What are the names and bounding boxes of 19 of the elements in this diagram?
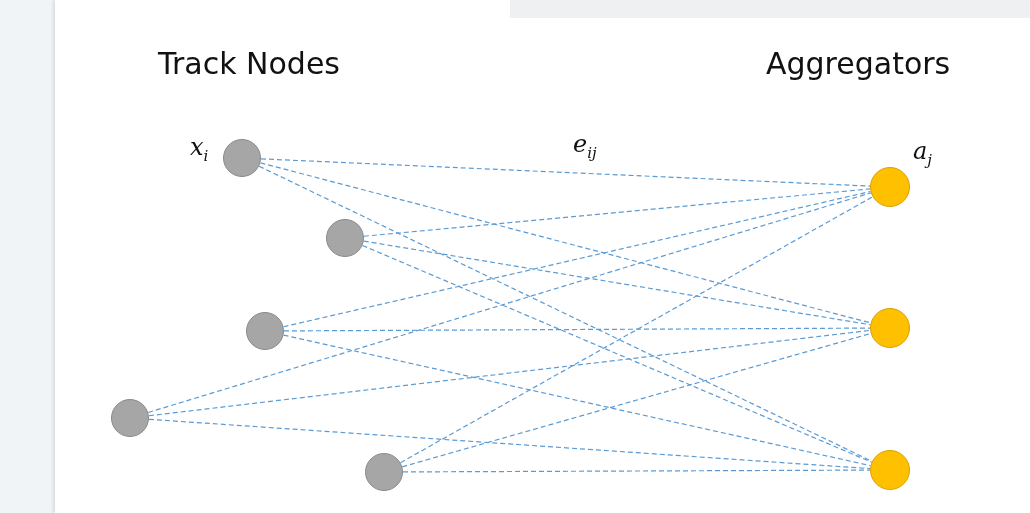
dashed-connector [282, 190, 872, 328]
dashed-connector [148, 329, 871, 417]
dashed-connector [148, 418, 871, 470]
dashed-connector [402, 469, 871, 473]
dashed-connector [361, 244, 873, 463]
variable-label: a$_{j}$ [913, 137, 932, 169]
dashed-connector [363, 240, 871, 326]
column-heading: Aggregators [766, 46, 951, 81]
dashed-connector [363, 188, 871, 237]
column-heading: Track Nodes [158, 46, 340, 81]
variable-label: x$_{i}$ [190, 133, 209, 165]
dashed-connector [260, 158, 871, 187]
dashed-connector [282, 334, 872, 467]
dashed-connector [259, 162, 872, 324]
edge-variable-label: e$_{ij}$ [573, 130, 597, 162]
dashed-connector [147, 192, 872, 414]
dashed-connector [399, 196, 874, 464]
dashed-connector [283, 327, 871, 332]
dashed-connector [401, 332, 872, 468]
